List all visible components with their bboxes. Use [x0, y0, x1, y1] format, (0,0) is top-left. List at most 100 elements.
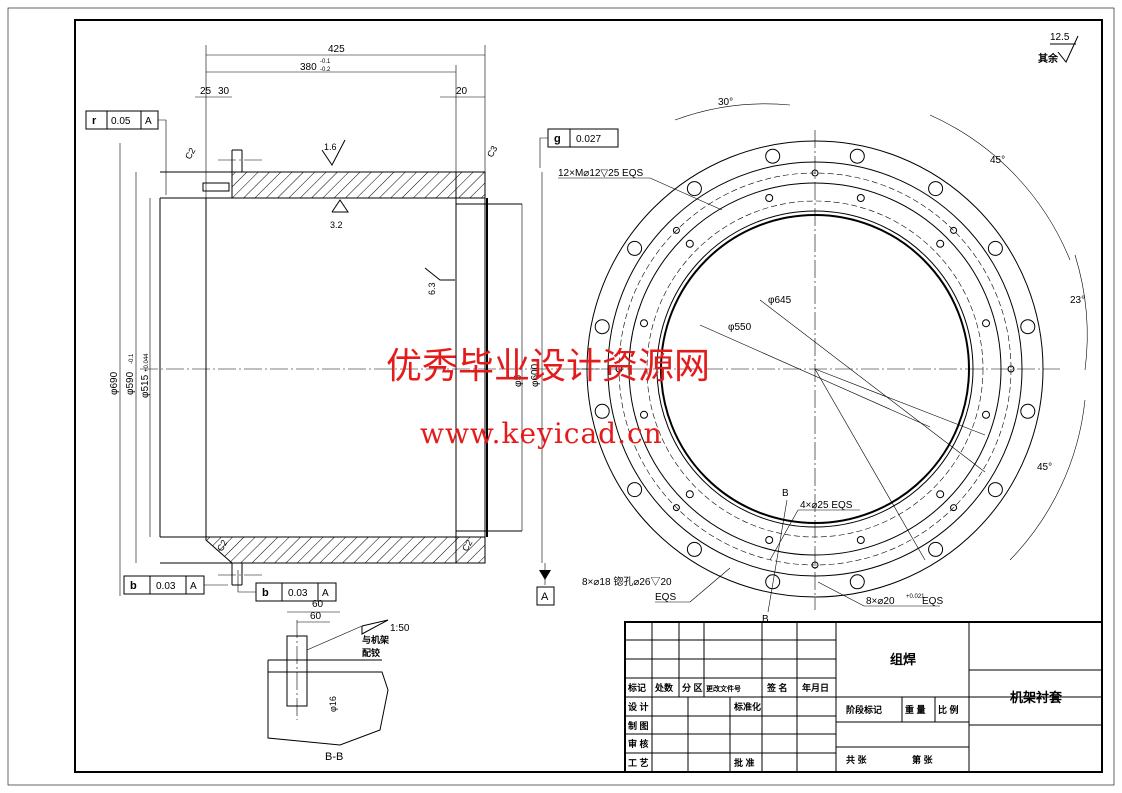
callout-holes-18: 8×⌀18 锪孔⌀26▽20 — [582, 575, 672, 588]
detail-dia-16: φ16 — [328, 696, 338, 712]
outer-bolt-hole-12 — [849, 148, 865, 164]
thread-hole-1 — [936, 490, 945, 499]
tb-scale: 比 例 — [938, 704, 959, 715]
outer-border — [7, 7, 1115, 786]
thread-hole-2 — [856, 536, 865, 544]
flange-dia-550: φ550 — [728, 322, 752, 333]
corner-roughness: 12.5 其余 — [1038, 32, 1079, 65]
tb-rev-header-0: 标记 — [627, 682, 646, 693]
inner-bolt-hole-3 — [672, 504, 680, 512]
title-block: 标记 处数 分 区 更改文件号 签 名 年月日 设 计 制 图 审 核 工 艺 … — [624, 621, 1103, 773]
dim-dia-515: φ515 — [140, 374, 151, 398]
section-mark-bottom: B — [762, 614, 769, 625]
tb-rev-header-2: 分 区 — [682, 682, 703, 693]
flange-dia-645: φ645 — [768, 295, 792, 306]
thread-hole-7 — [685, 239, 694, 248]
dim-right-dia-a: φ5 — [513, 375, 524, 387]
tolerance-frame-b1: b 0.03 A — [123, 575, 228, 595]
thread-hole-11 — [982, 319, 990, 328]
outer-bolt-hole-14 — [987, 240, 1003, 256]
dim-380-upper: -0.1 — [320, 59, 331, 65]
chamfer-c2-top: C2 — [183, 146, 197, 161]
tb-process: 组焊 — [890, 652, 916, 667]
roughness-corner-label: 其余 — [1038, 52, 1059, 65]
thread-hole-4 — [685, 490, 694, 499]
dim-overall-length: 425 — [328, 44, 345, 55]
detail-view: 60 60 1:50 与机架 配铰 φ16 B-B — [267, 599, 410, 763]
tb-rev-header-4: 签 名 — [766, 682, 788, 693]
outer-bolt-hole-9 — [627, 240, 643, 256]
outer-bolt-hole-13 — [928, 181, 944, 197]
tolerance-frame-r: r 0.05 A — [85, 110, 167, 195]
top-wall-hatch — [231, 171, 486, 199]
tol-b1-symbol: b — [130, 580, 137, 592]
tb-role-review: 审 核 — [628, 738, 649, 749]
tb-total: 共 张 — [846, 754, 868, 765]
tb-weight: 重 量 — [905, 704, 926, 715]
section-view: 425 380 -0.1 -0.2 25 30 20 φ690 φ590 -0.… — [85, 44, 619, 606]
datum-a-label: A — [541, 591, 549, 603]
tol-b1-datum: A — [190, 581, 197, 592]
dim-right-dia-b: φ600 — [530, 363, 541, 387]
tol-r-datum: A — [145, 116, 152, 127]
dim-380-lower: -0.2 — [320, 67, 331, 73]
tb-approve: 批 准 — [734, 757, 755, 768]
tb-standardize: 标准化 — [733, 701, 761, 712]
outer-bolt-hole-5 — [686, 541, 702, 557]
callout-holes-18-eqs: EQS — [655, 592, 676, 603]
detail-note-line2: 配铰 — [362, 647, 380, 658]
outer-bolt-hole-1 — [987, 482, 1003, 498]
dim-30: 30 — [218, 86, 230, 97]
tol-b2-value: 0.03 — [288, 588, 308, 599]
thread-hole-3 — [765, 536, 774, 544]
outer-bolt-hole-4 — [765, 574, 781, 590]
datum-a: A — [536, 563, 555, 606]
outer-bolt-hole-8 — [594, 319, 610, 335]
drawing-frame — [74, 19, 1103, 773]
dim-dia-590: φ590 — [125, 371, 136, 395]
tol-r-symbol: r — [92, 115, 97, 127]
roughness-corner-value: 12.5 — [1050, 32, 1070, 43]
thread-hole-5 — [640, 410, 648, 419]
tb-role-design: 设 计 — [628, 701, 649, 712]
chamfer-c3: C3 — [485, 144, 499, 159]
tb-rev-header-3: 更改文件号 — [706, 684, 741, 693]
outer-bolt-hole-2 — [928, 541, 944, 557]
thread-hole-10 — [936, 239, 945, 248]
callout-holes-20: 8×⌀20 — [866, 596, 895, 607]
detail-note-line1: 与机架 — [362, 634, 389, 645]
flange-holes — [594, 148, 1036, 590]
dim-tol-515: +0.044 — [144, 353, 150, 372]
inner-bolt-hole-5 — [672, 226, 680, 234]
inner-bolt-hole-1 — [950, 504, 958, 512]
dim-tol-590: -0.1 — [129, 353, 135, 364]
chamfer-c2-bottom: C2 — [215, 538, 229, 553]
detail-dim-60b: 60 — [310, 611, 322, 622]
dim-length-380: 380 — [300, 62, 317, 73]
thread-hole-0 — [982, 410, 990, 419]
angle-right-top: 45° — [990, 155, 1005, 166]
chamfer-c2-right: C2 — [460, 538, 474, 553]
tol-b1-value: 0.03 — [156, 581, 176, 592]
flange-view: φ645 φ550 30° 45° 23° 45° 12×M⌀12▽25 EQS… — [558, 97, 1088, 625]
detail-caption: B-B — [325, 751, 343, 763]
roughness-top-face: 1.6 — [324, 142, 337, 152]
tolerance-frame-g: g 0.027 — [539, 128, 619, 168]
outer-bolt-hole-11 — [765, 148, 781, 164]
bottom-wall-hatch — [205, 536, 486, 564]
tb-rev-header-5: 年月日 — [802, 682, 829, 693]
outer-bolt-hole-7 — [594, 403, 610, 419]
angle-right-bottom: 45° — [1037, 462, 1052, 473]
tolerance-frame-b2: b 0.03 A — [237, 570, 337, 602]
outer-bolt-hole-0 — [1020, 403, 1036, 419]
tol-b2-symbol: b — [262, 587, 269, 599]
detail-dim-60a: 60 — [312, 599, 324, 610]
tb-sheet: 第 张 — [912, 754, 934, 765]
dim-25: 25 — [200, 86, 212, 97]
thread-hole-9 — [856, 194, 865, 202]
outer-bolt-hole-3 — [849, 574, 865, 590]
thread-hole-6 — [640, 319, 648, 328]
watermark-url: www.keyicad.cn — [420, 417, 663, 450]
dim-outer-dia: φ690 — [109, 371, 120, 395]
